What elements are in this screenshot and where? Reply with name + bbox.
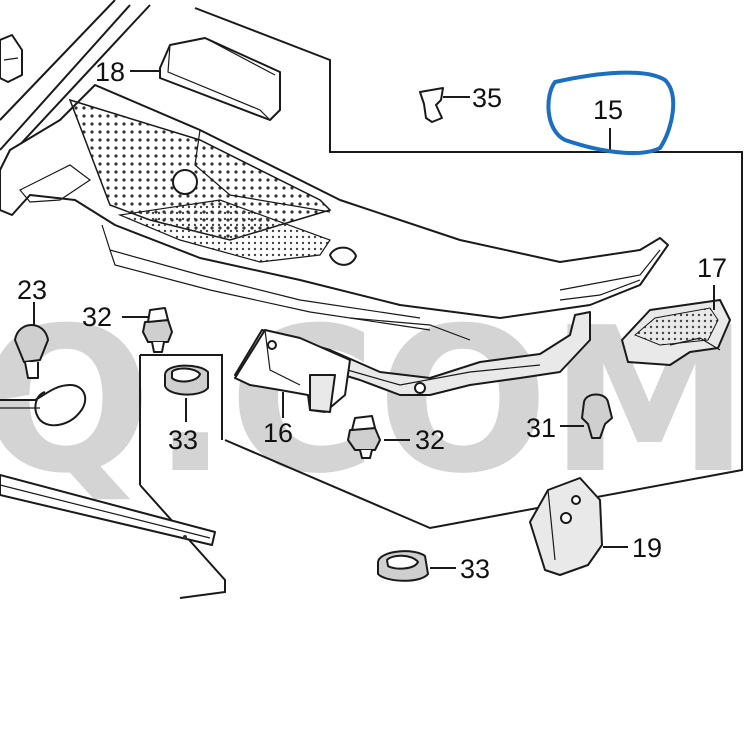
part-33-seal-b — [377, 550, 429, 582]
cowl-top-panel — [0, 84, 669, 331]
callout-18: 18 — [95, 57, 125, 87]
callout-33-a: 33 — [168, 425, 198, 455]
part-23-nozzle — [14, 324, 49, 379]
part-17-bracket — [621, 299, 731, 366]
callout-16: 16 — [263, 418, 293, 448]
part-32-grommet-b — [347, 415, 381, 459]
callout-35: 35 — [472, 83, 502, 113]
part-18-cover — [159, 37, 281, 121]
part-31-clip — [581, 393, 613, 439]
callout-17: 17 — [697, 253, 727, 283]
washer-hose — [0, 384, 87, 427]
part-16-bracket — [234, 329, 351, 413]
lower-rail — [0, 474, 216, 546]
highlight-circle — [546, 70, 676, 155]
callout-31: 31 — [526, 413, 556, 443]
callout-33-b: 33 — [460, 554, 490, 584]
part-35-clip — [419, 87, 444, 123]
callout-15: 15 — [593, 95, 623, 125]
part-32-grommet-a — [142, 307, 173, 353]
part-33-seal-a — [164, 364, 209, 396]
callout-32-a: 32 — [82, 302, 112, 332]
watermark: Q.COM — [0, 285, 750, 518]
callout-32-b: 32 — [415, 425, 445, 455]
part-19-bracket — [529, 477, 603, 576]
callout-23: 23 — [17, 275, 47, 305]
callout-19: 19 — [632, 533, 662, 563]
top-left-fragments — [0, 0, 151, 151]
